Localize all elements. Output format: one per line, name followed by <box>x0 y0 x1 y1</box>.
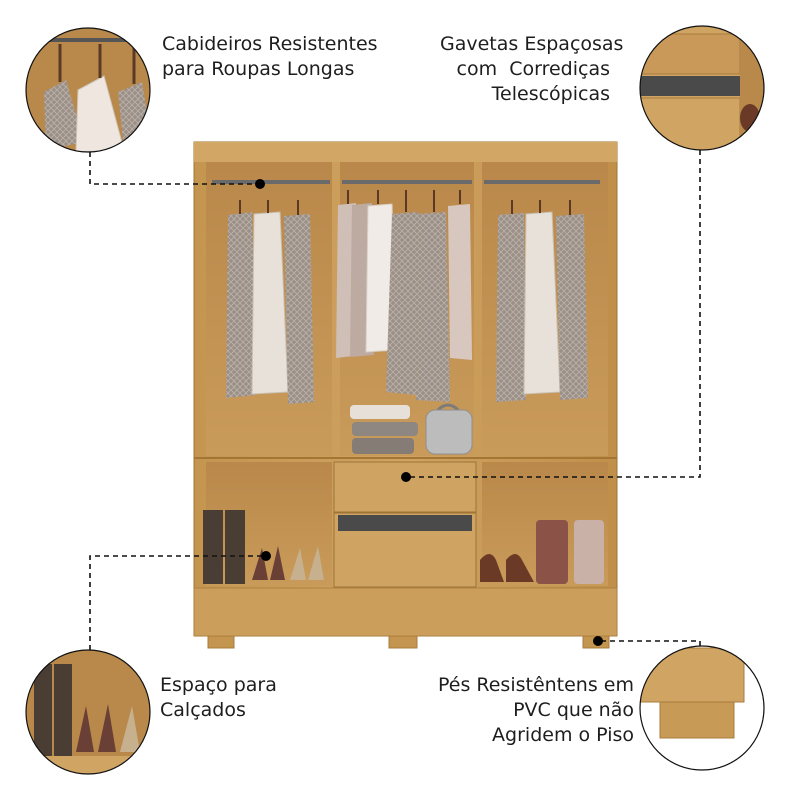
callout-hanging-rods: Cabideiros Resistentes para Roupas Longa… <box>162 32 378 82</box>
hanging-clothes-center <box>336 190 472 402</box>
hanging-rod-center <box>342 180 472 184</box>
handbag <box>425 403 473 455</box>
hanging-clothes-right <box>496 200 588 402</box>
shoes-right <box>480 520 604 584</box>
leader-hanging-rods <box>89 152 258 185</box>
hanging-clothes-left <box>226 200 314 404</box>
callout-line: Cabideiros Resistentes <box>162 33 378 55</box>
callout-drawers: Gavetas Espaçosas com Corrediças Telescó… <box>440 32 624 107</box>
folded-clothes <box>350 405 418 454</box>
callout-line: Espaço para <box>160 674 277 696</box>
detail-circle-feet <box>639 645 765 771</box>
detail-circle-drawers <box>639 25 765 151</box>
callout-line: com Corrediças <box>456 58 610 80</box>
callout-shoe-space: Espaço para Calçados <box>160 673 277 723</box>
callout-line: Pés Resistêntens em <box>437 674 634 696</box>
callout-line: Gavetas Espaçosas <box>440 33 624 55</box>
leader-drawers <box>406 150 701 478</box>
callout-feet: Pés Resistêntens em PVC que não Agridem … <box>412 673 634 748</box>
hanging-rod-left <box>212 180 330 184</box>
shoes-left <box>203 510 324 584</box>
leader-feet <box>598 640 701 646</box>
callout-line: para Roupas Longas <box>162 58 355 80</box>
callout-line: Telescópicas <box>491 83 610 105</box>
hanging-rod-right <box>484 180 600 184</box>
callout-line: PVC que não <box>513 699 634 721</box>
leader-shoe-space <box>89 555 264 650</box>
drawer-handle <box>338 515 472 531</box>
wardrobe <box>193 141 618 649</box>
callout-line: Calçados <box>160 699 246 721</box>
detail-circle-hanging-rods <box>25 27 151 153</box>
leader-lines <box>89 150 701 650</box>
leader-dots <box>255 179 603 646</box>
drawer-top <box>333 461 477 513</box>
callout-line: Agridem o Piso <box>492 724 634 746</box>
drawer-bottom <box>333 512 477 588</box>
detail-circle-shoe-space <box>25 649 151 775</box>
